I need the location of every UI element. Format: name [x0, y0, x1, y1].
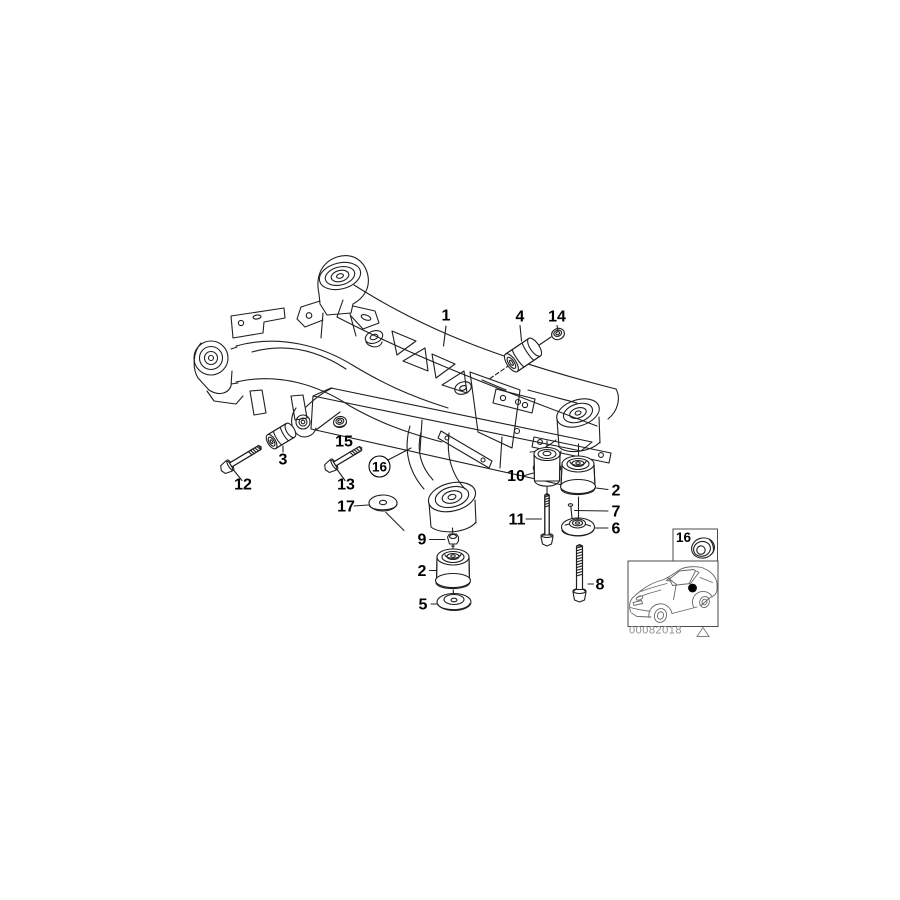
callout-12: 12: [234, 477, 252, 494]
part-5-cap: [436, 592, 472, 612]
image-number: 00082018: [629, 625, 682, 637]
callout-13: 13: [337, 477, 355, 494]
part-15-nut: [332, 415, 348, 429]
callout-11: 11: [509, 512, 526, 529]
callout-16-label: 16: [372, 460, 388, 475]
part-10-bushing: [532, 446, 562, 487]
triangle-footnote-icon: [696, 626, 710, 637]
part-9-nut: [446, 533, 460, 549]
leader-lines: [232, 324, 609, 605]
callout-16-circled: 16: [368, 455, 391, 478]
part-4-bushing: [503, 337, 543, 373]
callout-1: 1: [442, 308, 451, 325]
callout-17: 17: [337, 499, 355, 516]
position-marker-icon: [688, 583, 697, 593]
callout-2-right: 2: [612, 483, 621, 500]
callout-2-center: 2: [418, 563, 427, 580]
part-16-thumbnail-label: 16: [676, 530, 692, 545]
car-silhouette: [629, 566, 718, 623]
callout-10: 10: [507, 468, 525, 485]
callout-16-circle: [368, 455, 391, 478]
callout-14: 14: [548, 309, 566, 326]
part-17-washer: [368, 494, 398, 512]
car-location-inset: 16 00082018: [627, 528, 719, 637]
callout-labels: 1 4 14 3 12 15 13 17 9 2 5 10 11 2 7 6 8…: [234, 308, 620, 614]
callout-6: 6: [612, 521, 621, 538]
part-2-bushing-center: [434, 548, 472, 590]
part-13-bolt: [324, 445, 363, 474]
grommet-bushing-icon: [691, 537, 715, 559]
part-8-bolt: [572, 543, 587, 603]
callout-5: 5: [419, 597, 428, 614]
part-6-plate: [560, 517, 596, 537]
subframe-carrier-drawing: [193, 255, 619, 533]
callout-8: 8: [596, 577, 605, 594]
part-14-nut: [551, 327, 565, 341]
callout-4: 4: [516, 309, 525, 326]
callout-15: 15: [335, 434, 353, 451]
car-location-box: [627, 560, 719, 627]
callout-9: 9: [418, 532, 427, 549]
part-7-pin: [567, 503, 574, 519]
part-11-bolt: [540, 492, 554, 547]
part-2-bushing-right: [559, 455, 597, 496]
part-12-bolt: [220, 444, 262, 475]
callout-7: 7: [612, 504, 621, 521]
callout-3: 3: [279, 452, 288, 469]
part-3-bushing: [265, 422, 297, 450]
